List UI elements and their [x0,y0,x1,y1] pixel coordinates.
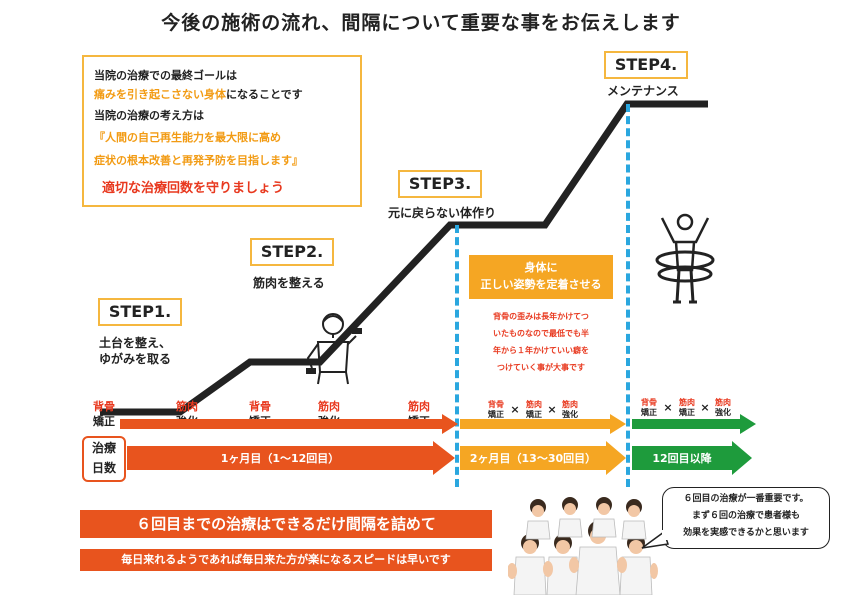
step2-desc: 筋肉を整える [253,276,325,290]
step1-desc-2: ゆがみを取る [99,352,172,366]
phase1-item-1-top: 背骨 [93,400,115,413]
phase3-combo-a: 背骨 矯正 [637,398,661,418]
phase2-combo-c-top: 筋肉 [562,400,578,409]
spine-note-line-2: いたものなので最低でも半 [493,329,589,338]
phase3-times-1: × [663,401,673,414]
timeline-arrow-3 [632,441,752,475]
phase2-combo-c-bottom: 強化 [562,410,578,419]
timeline-label-1: 1ヶ月目（1〜12回目） [220,452,340,465]
step4-badge: STEP4. [604,51,688,79]
phase3-combo-b: 筋肉 矯正 [675,398,699,418]
phase2-combo-a: 背骨 矯正 [484,400,508,420]
goal-line-5: 症状の根本改善と再発予防を目指します』 [94,154,303,167]
phase2-combo-a-bottom: 矯正 [488,410,504,419]
step1-badge: STEP1. [98,298,182,326]
step3-desc: 元に戻らない体作り [388,206,497,220]
speech-bubble: ６回目の治療が一番重要です。 まず６回の治療で患者様も 効果を実感できるかと思い… [662,487,830,549]
step3-badge: STEP3. [398,170,482,198]
phase2-combo-a-top: 背骨 [488,400,504,409]
interval-banner: ６回目までの治療はできるだけ間隔を詰めて [80,510,492,538]
phase3-combo-b-bottom: 矯正 [679,408,695,417]
speech-bubble-tail [641,530,670,549]
treatment-days-label: 治療 日数 [82,436,126,482]
timeline-label-2: 2ヶ月目（13〜30回目） [469,452,597,465]
days-line-2: 日数 [91,461,116,475]
goal-box: 当院の治療での最終ゴールは 痛みを引き起こさない身体になることです 当院の治療の… [82,55,362,207]
staff-group-photo [508,497,658,595]
goal-line-3: 当院の治療の考え方は [94,109,204,122]
phase3-combo-b-top: 筋肉 [679,398,695,407]
goal-highlight: 痛みを引き起こさない身体 [94,88,226,101]
goal-line-2-rest: になることです [226,88,303,101]
phase2-combo-c: 筋肉 強化 [558,400,582,420]
posture-box-line-1: 身体に [524,261,558,274]
spine-note-line-4: つけていく事が大事です [497,363,585,372]
phase3-thin-arrow [632,414,756,434]
step4-desc: メンテナンス [607,84,679,98]
posture-box: 身体に 正しい姿勢を定着させる [469,255,613,299]
spine-note-line-1: 背骨の歪みは長年かけてつ [493,312,589,321]
phase2-combo-b-bottom: 矯正 [526,410,542,419]
phase-divider-1 [455,225,459,487]
step2-badge: STEP2. [250,238,334,266]
phase1-item-5-top: 筋肉 [408,400,430,413]
phase3-combo-a-bottom: 矯正 [641,408,657,417]
goal-line-1: 当院の治療での最終ゴールは [94,69,237,82]
phase2-times-1: × [510,403,520,416]
bubble-line-3: 効果を実感できるかと思います [683,528,809,538]
phase2-times-2: × [547,403,557,416]
days-line-1: 治療 [91,441,116,455]
bubble-line-1: ６回目の治療が一番重要です。 [683,494,809,504]
timeline-arrow-1 [127,441,455,475]
phase3-combo-c: 筋肉 強化 [711,398,735,418]
phase1-item-3-top: 背骨 [249,400,271,413]
posture-box-line-2: 正しい姿勢を定着させる [480,278,602,291]
phase1-item-4-top: 筋肉 [318,400,340,413]
phase2-combo-b: 筋肉 矯正 [522,400,546,420]
phase3-combo-c-top: 筋肉 [715,398,731,407]
phase-divider-2 [626,104,630,487]
bubble-line-2: まず６回の治療で患者様も [691,511,800,521]
hula-hoop-illustration [655,213,715,304]
phase3-combo-a-top: 背骨 [641,398,657,407]
phase1-item-1: 背骨 矯正 [84,399,124,429]
timeline-label-3: 12回目以降 [652,452,712,465]
workout-woman-illustration [306,313,362,385]
phase1-item-2-top: 筋肉 [176,400,198,413]
phase1-item-1-bottom: 矯正 [93,415,115,428]
phase2-combo-b-top: 筋肉 [526,400,542,409]
daily-visit-banner: 毎日来れるようであれば毎日来た方が楽になるスピードは早いです [80,549,492,571]
phase2-thin-arrow [460,414,626,434]
step1-desc-1: 土台を整え、 [99,336,172,350]
spine-note-line-3: 年から１年かけていい癖を [493,346,589,355]
goal-line-2: 痛みを引き起こさない身体になることです [94,86,303,102]
timeline-arrow-2 [460,441,626,475]
goal-line-6: 適切な治療回数を守りましょう [102,181,285,196]
phase3-times-2: × [700,401,710,414]
page-title: 今後の施術の流れ、間隔について重要な事をお伝えします [161,12,681,34]
goal-line-4: 『人間の自己再生能力を最大限に高め [94,131,281,144]
spine-note: 背骨の歪みは長年かけてつ いたものなので最低でも半 年から１年かけていい癖を つ… [462,308,620,376]
phase1-thin-arrow [120,414,458,434]
phase3-combo-c-bottom: 強化 [715,408,731,417]
